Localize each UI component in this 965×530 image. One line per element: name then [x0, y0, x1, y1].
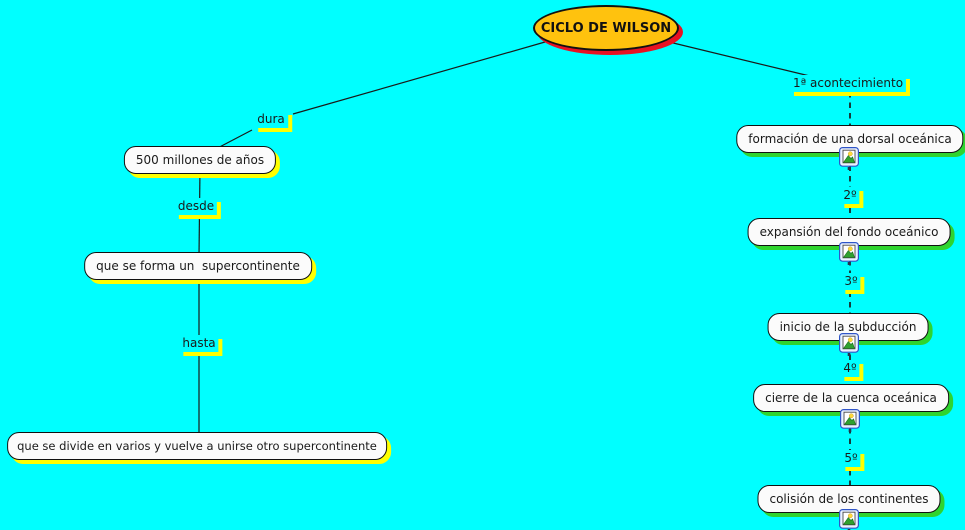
image-resource-icon[interactable] — [839, 242, 859, 265]
link-label-quinto[interactable]: 5º — [841, 450, 861, 467]
link-label-hasta[interactable]: hasta — [179, 335, 219, 352]
image-resource-icon[interactable] — [839, 147, 859, 170]
concept-node-colision-continentes[interactable]: colisión de los continentes — [757, 485, 941, 513]
connection-line — [664, 40, 819, 79]
concept-node-forms-supercontinent[interactable]: que se forma un supercontinente — [84, 252, 312, 280]
image-resource-icon[interactable] — [840, 409, 860, 432]
link-label-dura[interactable]: dura — [254, 111, 288, 128]
connection-line — [292, 41, 546, 115]
concept-node-root[interactable]: CICLO DE WILSON — [533, 5, 679, 51]
concept-node-dorsal-oceanica[interactable]: formación de una dorsal oceánica — [736, 125, 964, 153]
link-label-primer-acontecimiento[interactable]: 1ª acontecimiento — [789, 75, 907, 92]
link-label-tercero[interactable]: 3º — [841, 273, 861, 290]
concept-node-cierre-cuenca[interactable]: cierre de la cuenca oceánica — [753, 384, 949, 412]
concept-node-divides-reunites[interactable]: que se divide en varios y vuelve a unirs… — [7, 432, 387, 460]
link-label-desde[interactable]: desde — [174, 198, 218, 215]
image-resource-icon[interactable] — [839, 509, 859, 530]
image-resource-icon[interactable] — [839, 333, 859, 356]
concept-node-duration[interactable]: 500 millones de años — [123, 146, 277, 174]
link-label-cuarto[interactable]: 4º — [840, 360, 860, 377]
link-label-segundo[interactable]: 2º — [840, 187, 860, 204]
